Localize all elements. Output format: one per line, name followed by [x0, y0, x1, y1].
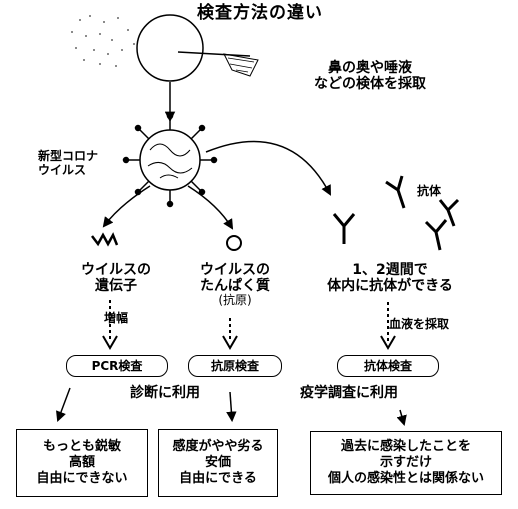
- antigen-notes-box: 感度がやや劣る 安価 自由にできる: [158, 429, 278, 497]
- gene-line-1: ウイルスの: [66, 262, 166, 278]
- antigen-notes-text: 感度がやや劣る 安価 自由にできる: [172, 439, 263, 488]
- antibody-formation-line-1: 1、2週間で: [300, 262, 480, 278]
- gene-line-2: 遺伝子: [66, 278, 166, 294]
- sample-collection-label: 鼻の奥や唾液 などの検体を採取: [290, 60, 450, 92]
- diagnosis-use-label: 診断に利用: [130, 385, 200, 401]
- virus-icon: [124, 114, 217, 207]
- antibody-notes-box: 過去に感染したことを 示すだけ 個人の感染性とは関係ない: [310, 431, 502, 495]
- pcr-test-badge: PCR検査: [66, 355, 168, 377]
- antibody-note-2: 示すだけ: [328, 455, 484, 471]
- pcr-note-3: 自由にできない: [36, 471, 127, 487]
- face-illustration: [71, 15, 135, 67]
- magnifier-icon: [137, 15, 258, 81]
- antibody-formation-label: 1、2週間で 体内に抗体ができる: [300, 262, 480, 294]
- antibody-notes-text: 過去に感染したことを 示すだけ 個人の感染性とは関係ない: [328, 439, 484, 488]
- antibody-label: 抗体: [417, 185, 441, 199]
- antigen-note-2: 安価: [172, 455, 263, 471]
- protein-line-3: (抗原): [180, 294, 290, 308]
- arrow-virus-to-protein: [188, 186, 232, 228]
- sample-line-1: 鼻の奥や唾液: [290, 60, 450, 76]
- antibody-note-3: 個人の感染性とは関係ない: [328, 471, 484, 487]
- arrow-virus-to-antibody: [206, 141, 330, 194]
- protein-line-2: たんぱく質: [180, 278, 290, 294]
- page-title: 検査方法の違い: [175, 4, 345, 24]
- arrow-virus-to-gene: [104, 186, 150, 226]
- gene-squiggle-icon: [92, 235, 117, 245]
- virus-label-line-1: 新型コロナ: [38, 150, 114, 164]
- pcr-notes-box: もっとも鋭敏 高額 自由にできない: [16, 429, 148, 497]
- protein-line-1: ウイルスの: [180, 262, 290, 278]
- pcr-notes-text: もっとも鋭敏 高額 自由にできない: [36, 439, 127, 488]
- antibody-formation-line-2: 体内に抗体ができる: [300, 278, 480, 294]
- antigen-test-badge: 抗原検査: [188, 355, 282, 377]
- protein-icon: [227, 236, 241, 250]
- antibody-test-badge: 抗体検査: [337, 355, 439, 377]
- antigen-note-1: 感度がやや劣る: [172, 439, 263, 455]
- sample-line-2: などの検体を採取: [290, 76, 450, 92]
- antigen-note-3: 自由にできる: [172, 471, 263, 487]
- protein-label: ウイルスの たんぱく質 (抗原): [180, 262, 290, 308]
- virus-label-line-2: ウイルス: [38, 164, 114, 178]
- epidemiology-use-label: 疫学調査に利用: [300, 385, 398, 401]
- gene-label: ウイルスの 遺伝子: [66, 262, 166, 294]
- pcr-note-1: もっとも鋭敏: [36, 439, 127, 455]
- amplification-label: 増幅: [104, 312, 128, 326]
- pcr-note-2: 高額: [36, 455, 127, 471]
- virus-label: 新型コロナ ウイルス: [38, 150, 114, 178]
- blood-sampling-label: 血液を採取: [389, 318, 449, 332]
- antibody-note-1: 過去に感染したことを: [328, 439, 484, 455]
